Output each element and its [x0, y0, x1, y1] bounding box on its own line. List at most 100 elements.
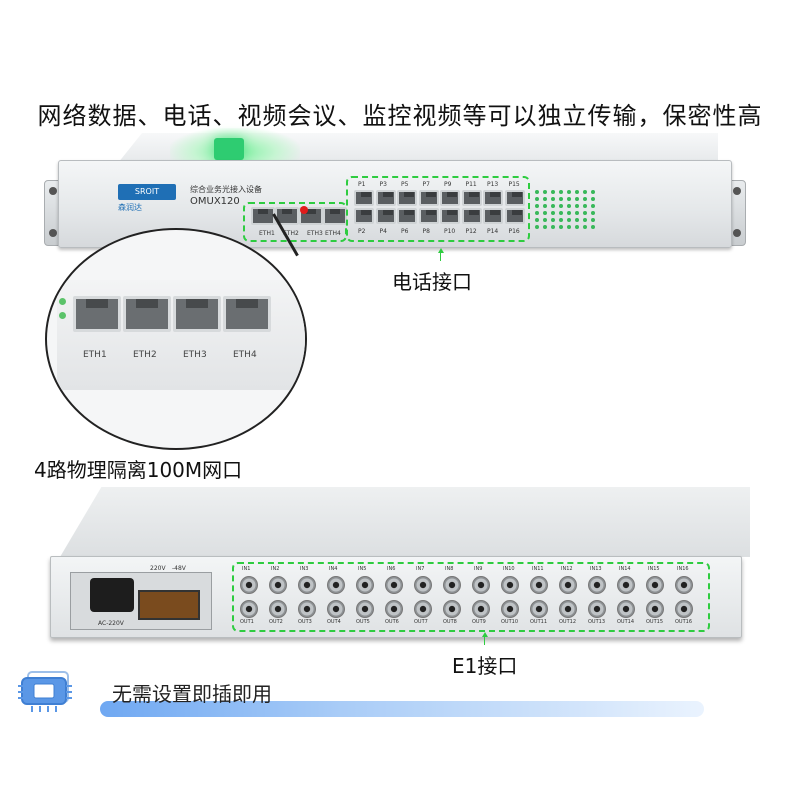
phone-port-label: P13 — [487, 181, 499, 188]
e1-out-connector[interactable] — [588, 600, 606, 618]
e1-out-connector[interactable] — [269, 600, 287, 618]
status-led — [551, 218, 555, 222]
e1-in-connector[interactable] — [298, 576, 316, 594]
eth-zoom-circle: ETH1 ETH2 ETH3 ETH4 — [45, 228, 307, 450]
e1-out-label: OUT16 — [675, 619, 693, 625]
e1-in-connector[interactable] — [443, 576, 461, 594]
e1-in-connector[interactable] — [356, 576, 374, 594]
power-label-ac: AC-220V — [98, 620, 124, 627]
status-led — [559, 218, 563, 222]
e1-out-connector[interactable] — [327, 600, 345, 618]
e1-out-connector[interactable] — [675, 600, 693, 618]
e1-out-connector[interactable] — [559, 600, 577, 618]
arrow-up-icon — [482, 632, 488, 637]
status-led — [535, 190, 539, 194]
status-led — [591, 190, 595, 194]
status-led — [535, 197, 539, 201]
e1-out-connector[interactable] — [385, 600, 403, 618]
phone-port[interactable] — [504, 208, 525, 224]
phone-port[interactable] — [440, 208, 460, 224]
e1-out-connector[interactable] — [501, 600, 519, 618]
e1-out-connector[interactable] — [443, 600, 461, 618]
phone-port[interactable] — [504, 190, 525, 206]
phone-port[interactable] — [418, 190, 439, 206]
status-led — [551, 204, 555, 208]
status-led — [567, 211, 571, 215]
status-led — [591, 204, 595, 208]
status-led — [583, 211, 587, 215]
eth-port[interactable] — [323, 207, 347, 225]
e1-out-connector[interactable] — [617, 600, 635, 618]
phone-port[interactable] — [440, 190, 460, 206]
dc-terminal-block[interactable] — [138, 590, 200, 620]
e1-in-connector[interactable] — [530, 576, 548, 594]
phone-port[interactable] — [461, 208, 482, 224]
e1-out-label: OUT3 — [298, 619, 312, 625]
phone-port[interactable] — [354, 208, 374, 224]
brand-logo: SROIT — [118, 184, 176, 200]
e1-in-connector[interactable] — [588, 576, 606, 594]
e1-out-label: OUT14 — [617, 619, 635, 625]
phone-port-label: P7 — [422, 181, 430, 188]
eth-port-group: ETH1 ETH2 ETH3 ETH4 — [243, 202, 347, 242]
slogan-text: 无需设置即插即用 — [112, 682, 272, 706]
status-led — [575, 225, 579, 229]
e1-out-connector[interactable] — [646, 600, 664, 618]
e1-in-label: IN16 — [677, 566, 689, 572]
phone-port-label: P11 — [465, 181, 477, 188]
e1-out-connector[interactable] — [472, 600, 490, 618]
phone-port-label: P2 — [358, 228, 366, 235]
phone-port[interactable] — [461, 190, 482, 206]
status-led — [559, 190, 563, 194]
e1-in-connector[interactable] — [501, 576, 519, 594]
zoom-panel: ETH1 ETH2 ETH3 ETH4 — [57, 280, 305, 390]
e1-in-connector[interactable] — [240, 576, 258, 594]
e1-in-connector[interactable] — [327, 576, 345, 594]
e1-in-connector[interactable] — [617, 576, 635, 594]
phone-port[interactable] — [397, 208, 417, 224]
e1-in-connector[interactable] — [385, 576, 403, 594]
e1-out-connector[interactable] — [240, 600, 258, 618]
phone-port-label: P9 — [444, 181, 452, 188]
phone-port[interactable] — [354, 190, 374, 206]
eth-label: ETH4 — [325, 230, 341, 237]
e1-out-connector[interactable] — [530, 600, 548, 618]
power-label-220v: 220V — [150, 565, 166, 572]
phone-port[interactable] — [375, 208, 396, 224]
phone-port-label: P15 — [508, 181, 520, 188]
phone-port[interactable] — [375, 190, 396, 206]
e1-caption: E1接口 — [452, 654, 518, 678]
zoom-pointer-dot — [300, 206, 308, 214]
eth-port[interactable] — [251, 207, 275, 225]
status-led — [575, 204, 579, 208]
e1-in-connector[interactable] — [472, 576, 490, 594]
e1-out-connector[interactable] — [356, 600, 374, 618]
e1-in-connector[interactable] — [675, 576, 693, 594]
status-led — [567, 204, 571, 208]
phone-port[interactable] — [397, 190, 417, 206]
e1-in-label: IN9 — [474, 566, 483, 572]
e1-out-connector[interactable] — [414, 600, 432, 618]
eth-port-zoomed[interactable] — [73, 296, 121, 332]
phone-port-label: P4 — [379, 228, 387, 235]
e1-in-connector[interactable] — [414, 576, 432, 594]
phone-port-label: P1 — [358, 181, 366, 188]
eth-port-zoomed[interactable] — [223, 296, 271, 332]
status-led — [567, 190, 571, 194]
eth-caption: 4路物理隔离100M网口 — [34, 458, 243, 482]
phone-port[interactable] — [418, 208, 439, 224]
e1-out-connector[interactable] — [298, 600, 316, 618]
status-led — [535, 211, 539, 215]
status-led — [591, 211, 595, 215]
e1-in-connector[interactable] — [269, 576, 287, 594]
eth-port-zoomed[interactable] — [173, 296, 221, 332]
e1-in-connector[interactable] — [646, 576, 664, 594]
ac-power-socket[interactable] — [90, 578, 134, 612]
slogan-bar — [100, 701, 704, 717]
eth-port-zoomed[interactable] — [123, 296, 171, 332]
phone-port[interactable] — [483, 190, 503, 206]
status-led — [567, 197, 571, 201]
phone-port-label: P3 — [379, 181, 387, 188]
phone-port[interactable] — [483, 208, 503, 224]
e1-in-connector[interactable] — [559, 576, 577, 594]
